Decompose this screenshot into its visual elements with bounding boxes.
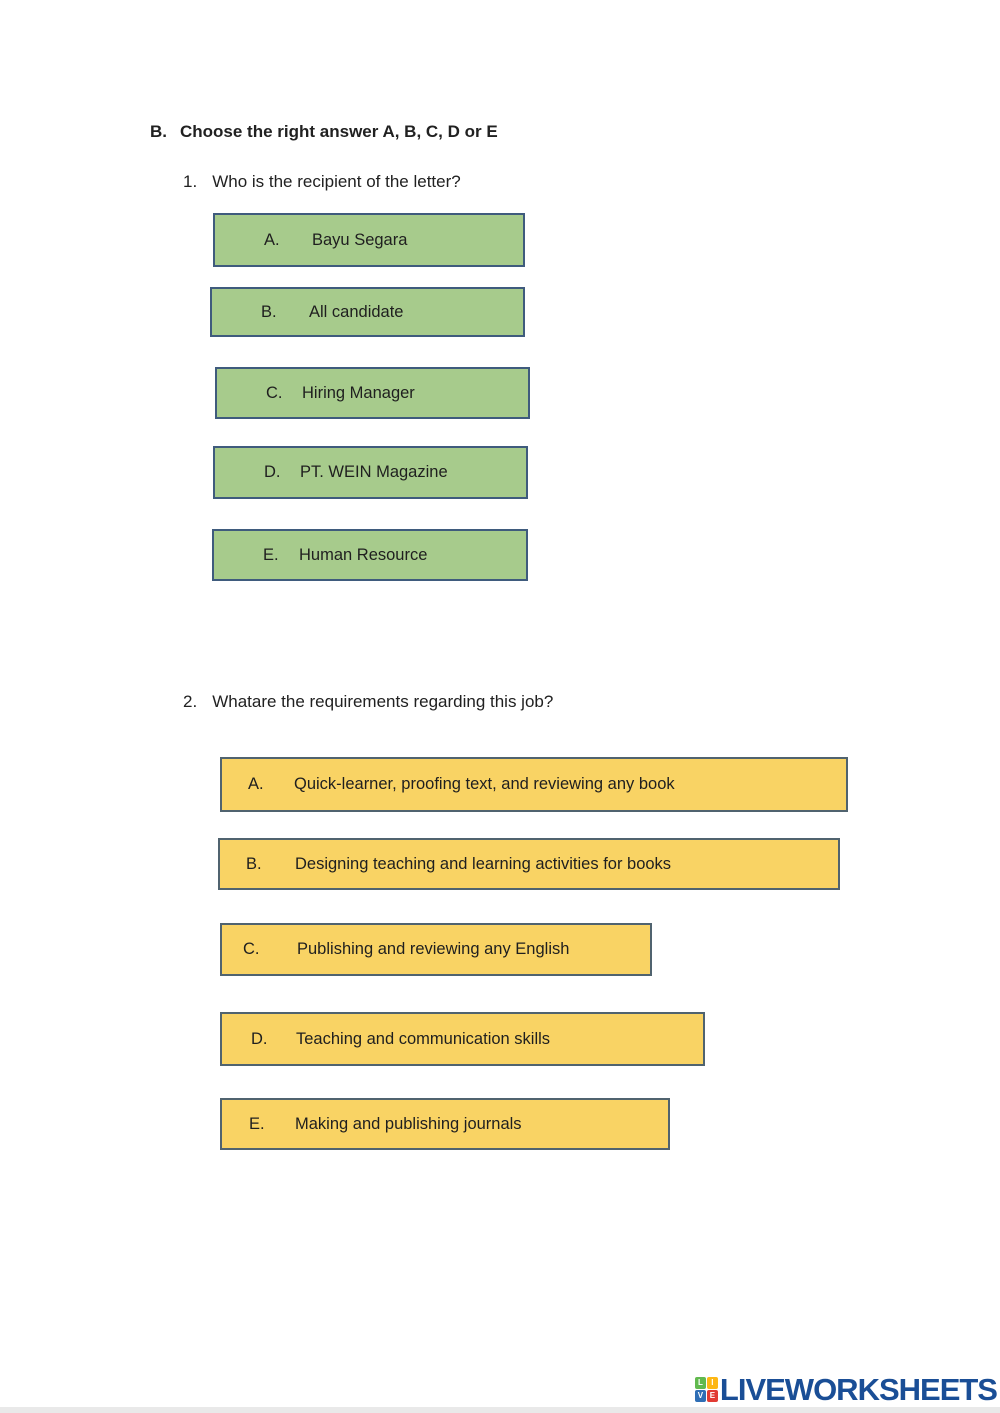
question-1-label: Who is the recipient of the letter? bbox=[212, 172, 461, 191]
option-letter: E. bbox=[249, 1114, 265, 1133]
section-label: B. bbox=[150, 122, 167, 141]
option-text: All candidate bbox=[309, 302, 404, 321]
option-text: Bayu Segara bbox=[312, 230, 408, 249]
question-2-text: 2. Whatare the requirements regarding thi… bbox=[183, 692, 553, 712]
option-letter: A. bbox=[248, 775, 264, 793]
option-letter: C. bbox=[266, 383, 283, 402]
q2-option-e[interactable]: E. Making and publishing journals bbox=[220, 1098, 670, 1150]
option-text: Human Resource bbox=[299, 545, 428, 564]
q1-option-a[interactable]: A. Bayu Segara bbox=[213, 213, 525, 267]
question-1-text: 1. Who is the recipient of the letter? bbox=[183, 172, 461, 192]
q2-option-c[interactable]: C. Publishing and reviewing any English bbox=[220, 923, 652, 976]
option-text: Quick-learner, proofing text, and review… bbox=[294, 775, 675, 793]
question-2-label: Whatare the requirements regarding this … bbox=[212, 692, 554, 711]
liveworksheets-logo[interactable]: L I V E LIVEWORKSHEETS bbox=[694, 1372, 998, 1407]
option-letter: C. bbox=[243, 940, 260, 958]
option-text: PT. WEIN Magazine bbox=[300, 463, 448, 481]
page-bottom-strip bbox=[0, 1407, 1000, 1413]
q1-option-d[interactable]: D. PT. WEIN Magazine bbox=[213, 446, 528, 499]
option-letter: D. bbox=[251, 1029, 268, 1048]
question-1-number: 1. bbox=[183, 172, 198, 191]
logo-square-e: E bbox=[706, 1390, 718, 1402]
option-text: Publishing and reviewing any English bbox=[297, 940, 570, 958]
q2-option-b[interactable]: B. Designing teaching and learning activi… bbox=[218, 838, 840, 890]
section-title: Choose the right answer A, B, C, D or E bbox=[180, 122, 498, 141]
option-letter: B. bbox=[261, 302, 277, 321]
logo-square-v: V bbox=[694, 1390, 706, 1402]
option-letter: B. bbox=[246, 854, 262, 873]
option-text: Hiring Manager bbox=[302, 383, 415, 402]
logo-square-i: I bbox=[706, 1377, 718, 1389]
logo-square-l: L bbox=[694, 1377, 706, 1389]
q1-option-b[interactable]: B. All candidate bbox=[210, 287, 525, 337]
option-text: Teaching and communication skills bbox=[296, 1029, 551, 1048]
q1-option-c[interactable]: C. Hiring Manager bbox=[215, 367, 530, 419]
liveworksheets-logo-icon: L I V E bbox=[694, 1377, 718, 1402]
liveworksheets-wordmark: LIVEWORKSHEETS bbox=[719, 1372, 998, 1407]
option-letter: D. bbox=[264, 463, 281, 481]
q2-option-d[interactable]: D. Teaching and communication skills bbox=[220, 1012, 705, 1066]
question-2-number: 2. bbox=[183, 692, 198, 711]
option-letter: A. bbox=[264, 230, 280, 249]
q2-option-a[interactable]: A. Quick-learner, proofing text, and revi… bbox=[220, 757, 848, 812]
q1-option-e[interactable]: E. Human Resource bbox=[212, 529, 528, 581]
option-text: Designing teaching and learning activiti… bbox=[295, 854, 672, 873]
section-header: B. Choose the right answer A, B, C, D or … bbox=[150, 122, 498, 142]
option-letter: E. bbox=[263, 545, 279, 564]
option-text: Making and publishing journals bbox=[295, 1114, 522, 1133]
